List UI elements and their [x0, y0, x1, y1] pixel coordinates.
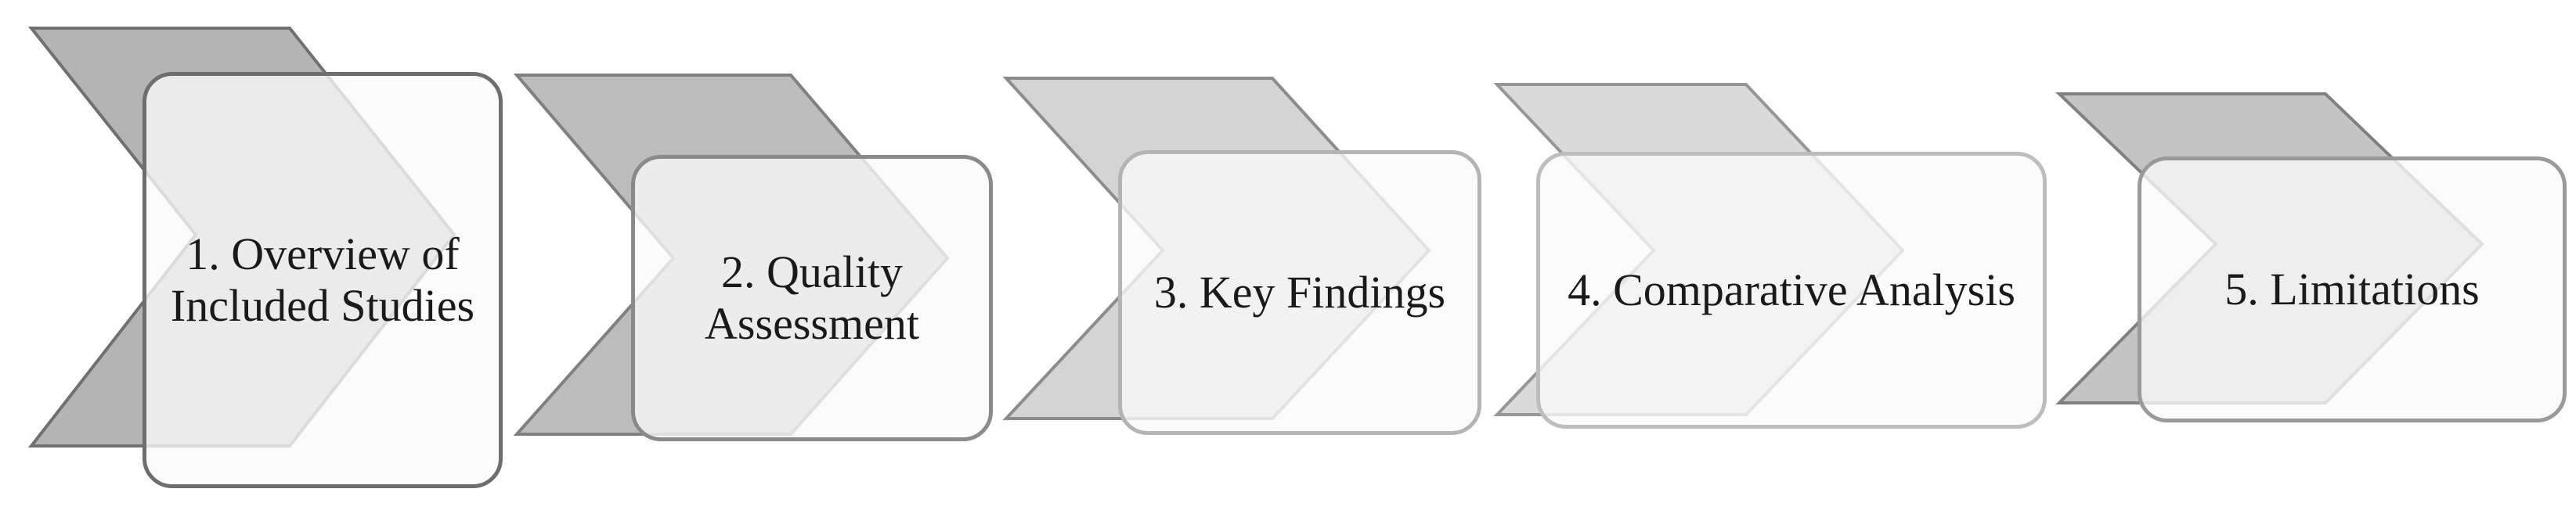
- step-5-box: 5. Limitations: [2138, 156, 2567, 422]
- step-2-box: 2. Quality Assessment: [631, 155, 993, 441]
- step-4-label: 4. Comparative Analysis: [1568, 264, 2015, 316]
- step-1-box: 1. Overview of Included Studies: [143, 72, 503, 488]
- step-3-box: 3. Key Findings: [1118, 150, 1481, 435]
- step-2-label: 2. Quality Assessment: [705, 246, 919, 349]
- step-1-label: 1. Overview of Included Studies: [170, 228, 475, 331]
- step-3-label: 3. Key Findings: [1153, 267, 1446, 318]
- step-5-label: 5. Limitations: [2224, 264, 2480, 315]
- step-4-box: 4. Comparative Analysis: [1536, 152, 2047, 429]
